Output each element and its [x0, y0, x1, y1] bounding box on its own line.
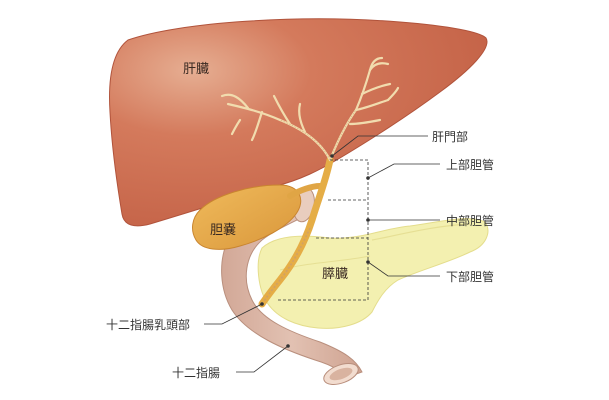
gallbladder — [192, 183, 323, 250]
liver-label: 肝臓 — [183, 62, 210, 77]
leader-lines — [204, 135, 440, 373]
lower-duct-label: 下部胆管 — [446, 270, 495, 284]
papilla-label: 十二指腸乳頭部 — [106, 318, 191, 332]
duodenum-label: 十二指腸 — [172, 366, 221, 380]
upper-duct-label: 上部胆管 — [446, 158, 495, 172]
leader-dots — [260, 154, 370, 348]
hilum-label: 肝門部 — [432, 130, 469, 144]
pancreas — [257, 218, 489, 329]
duct-segment-brackets — [278, 159, 369, 301]
pancreas-label: 膵臓 — [322, 267, 349, 282]
common-bile-duct — [258, 156, 334, 308]
middle-duct-label: 中部胆管 — [446, 214, 495, 228]
liver — [109, 18, 488, 227]
gallbladder-label: 胆嚢 — [210, 223, 237, 238]
